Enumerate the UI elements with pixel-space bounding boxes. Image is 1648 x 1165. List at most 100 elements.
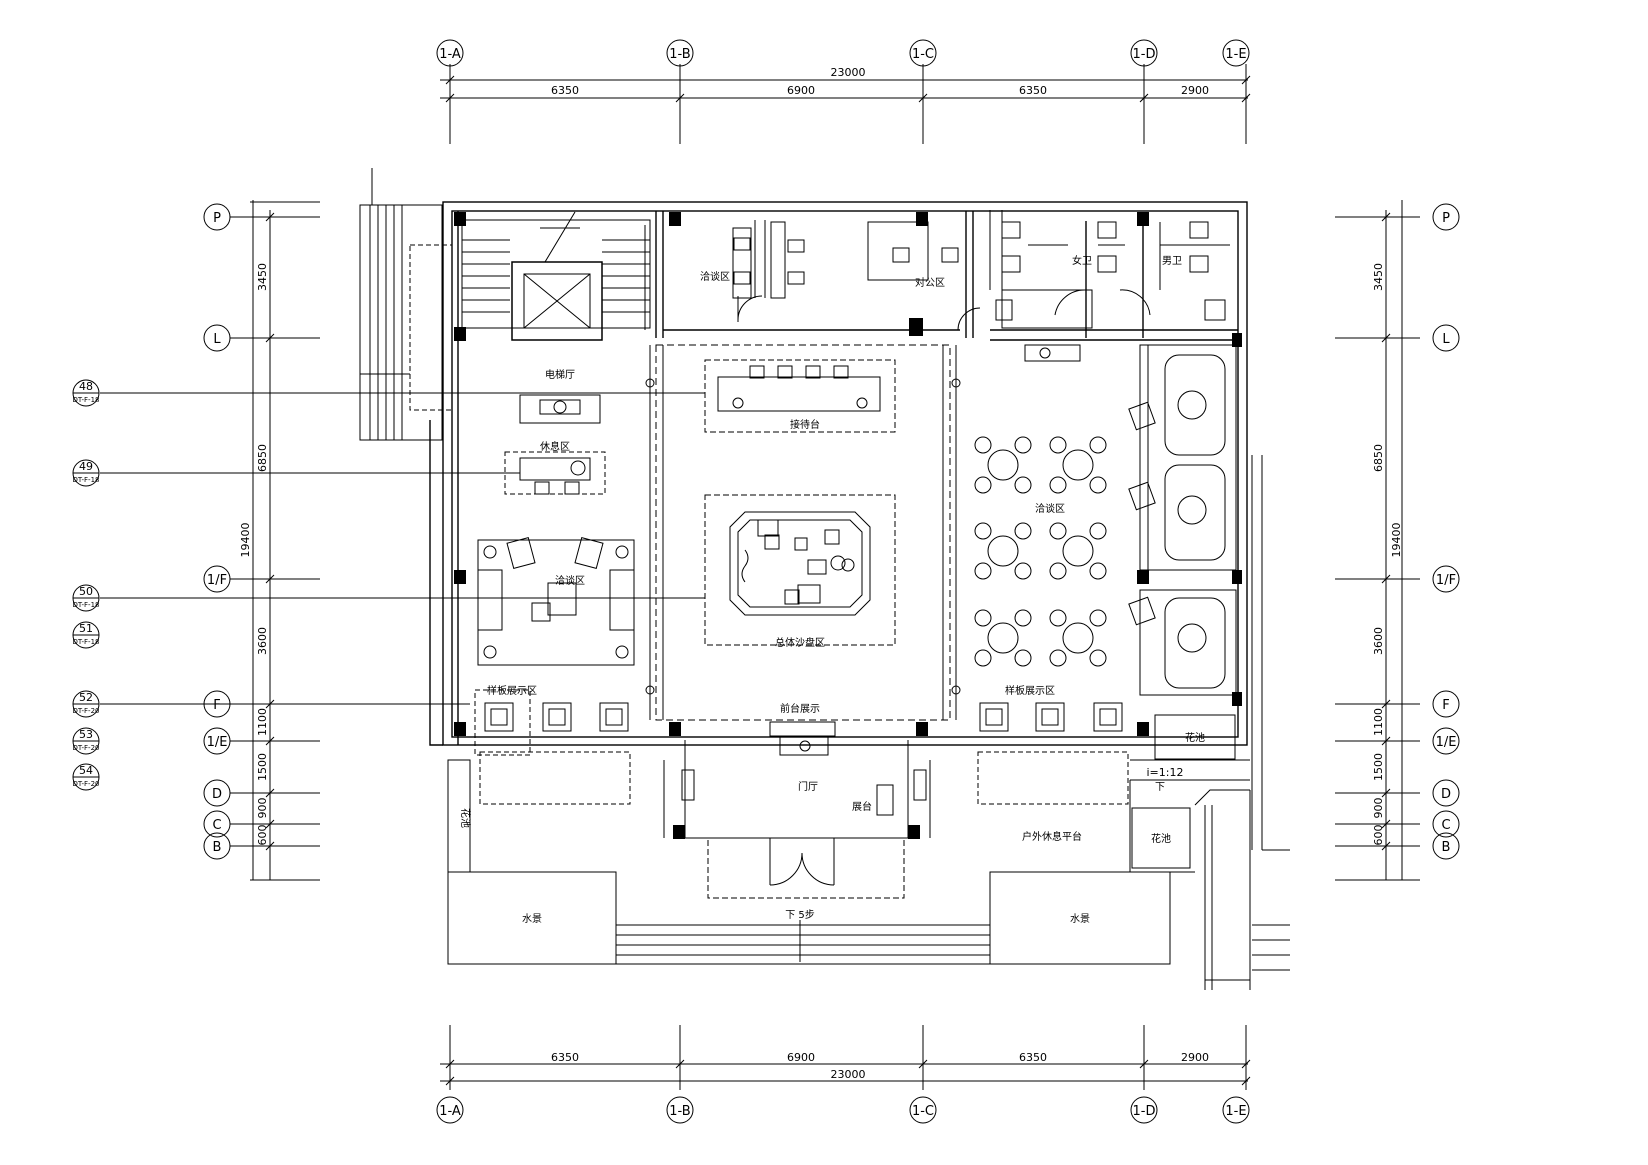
ref-52-num: 52 bbox=[79, 691, 93, 704]
axis-right-P: P bbox=[1442, 211, 1450, 226]
bottom-seg-4: 2900 bbox=[1181, 1051, 1209, 1064]
section-reference-labels: 48 DT-F-18 49 DT-F-18 50 DT-F-18 51 DT-F… bbox=[72, 380, 99, 788]
axis-right-1E: 1/E bbox=[1436, 735, 1457, 750]
label-sand-table: 总体沙盘区 bbox=[775, 636, 825, 649]
restroom-fixtures bbox=[995, 221, 1230, 362]
left-seg-4: 1100 bbox=[256, 708, 269, 736]
right-seg-1: 3450 bbox=[1372, 263, 1385, 291]
axis-left-P: P bbox=[213, 211, 221, 226]
axis-right-D: D bbox=[1441, 787, 1451, 802]
label-office: 对公区 bbox=[915, 276, 945, 289]
label-water-right: 水景 bbox=[1070, 913, 1090, 925]
ref-50-num: 50 bbox=[79, 585, 93, 598]
dimension-texts: 23000 6350 6900 6350 2900 6350 6900 6350… bbox=[239, 66, 1403, 1081]
display-cabinets bbox=[474, 689, 1123, 756]
booth-seating bbox=[1128, 344, 1263, 850]
left-total: 19400 bbox=[239, 523, 252, 558]
bottom-seg-1: 6350 bbox=[551, 1051, 579, 1064]
right-seg-5: 1500 bbox=[1372, 753, 1385, 781]
right-seg-7: 600 bbox=[1372, 825, 1385, 846]
ref-48-num: 48 bbox=[79, 380, 93, 393]
right-total: 19400 bbox=[1390, 523, 1403, 558]
left-dimension-lines bbox=[230, 200, 320, 881]
reception-desk bbox=[704, 359, 896, 433]
sand-table bbox=[704, 494, 896, 646]
axis-bottom-1D: 1-D bbox=[1133, 1104, 1156, 1119]
axis-bottom-1A: 1-A bbox=[439, 1104, 461, 1119]
label-ramp-slope: i=1:12 bbox=[1147, 766, 1184, 779]
label-reception: 接待台 bbox=[790, 418, 820, 431]
label-elevator-hall: 电梯厅 bbox=[545, 368, 575, 381]
label-planter-right2: 花池 bbox=[1151, 832, 1171, 845]
label-steps: 下 5步 bbox=[785, 909, 815, 921]
label-water-left: 水景 bbox=[522, 913, 542, 925]
foyer bbox=[663, 721, 931, 899]
ref-54-num: 54 bbox=[79, 764, 93, 777]
axis-left-L: L bbox=[213, 332, 221, 347]
label-foyer: 门厅 bbox=[798, 780, 818, 793]
axis-bottom-1E: 1-E bbox=[1225, 1104, 1246, 1119]
right-seg-2: 6850 bbox=[1372, 444, 1385, 472]
ref-53-num: 53 bbox=[79, 728, 93, 741]
axis-bottom-1B: 1-B bbox=[669, 1104, 690, 1119]
label-planter-left: 花池 bbox=[459, 808, 472, 828]
axis-right-F: F bbox=[1442, 698, 1449, 713]
ref-50-sheet: DT-F-18 bbox=[72, 601, 99, 609]
label-terrace: 户外休息平台 bbox=[1022, 830, 1082, 843]
office-furniture bbox=[732, 210, 1003, 331]
room-labels: 电梯厅 洽谈区 休息区 洽谈区 对公区 女卫 男卫 接待台 总体沙盘区 洽谈区 … bbox=[459, 254, 1205, 925]
water-steps bbox=[447, 849, 1290, 971]
left-seg-5: 1500 bbox=[256, 753, 269, 781]
axis-top-1B: 1-B bbox=[669, 47, 690, 62]
left-seg-7: 600 bbox=[256, 825, 269, 846]
right-seg-3: 3600 bbox=[1372, 627, 1385, 655]
bottom-dimension-lines bbox=[440, 1025, 1251, 1090]
label-office-left: 洽谈区 bbox=[700, 270, 730, 283]
left-seg-6: 900 bbox=[256, 798, 269, 819]
bottom-seg-3: 6350 bbox=[1019, 1051, 1047, 1064]
left-seg-1: 3450 bbox=[256, 263, 269, 291]
label-waiting: 休息区 bbox=[540, 440, 570, 453]
axis-top-1C: 1-C bbox=[912, 47, 934, 62]
top-seg-2: 6900 bbox=[787, 84, 815, 97]
right-dimension-lines bbox=[1335, 200, 1420, 881]
section-leaders bbox=[100, 392, 705, 705]
ref-54-sheet: DT-F-20 bbox=[72, 780, 99, 788]
top-seg-4: 2900 bbox=[1181, 84, 1209, 97]
axis-left-C: C bbox=[212, 818, 221, 833]
axis-top-1A: 1-A bbox=[439, 47, 461, 62]
bottom-total: 23000 bbox=[831, 1068, 866, 1081]
axis-right-B: B bbox=[1442, 840, 1451, 855]
label-foyer-desk: 展台 bbox=[852, 800, 872, 813]
right-seg-4: 1100 bbox=[1372, 708, 1385, 736]
axis-left-B: B bbox=[213, 840, 222, 855]
axis-left-D: D bbox=[212, 787, 222, 802]
axis-top-1E: 1-E bbox=[1225, 47, 1246, 62]
label-discuss-right: 洽谈区 bbox=[1035, 502, 1065, 515]
axis-right-C: C bbox=[1441, 818, 1450, 833]
label-discuss-left: 洽谈区 bbox=[555, 574, 585, 587]
right-lounge-tables bbox=[974, 436, 1107, 667]
ref-51-sheet: DT-F-18 bbox=[72, 638, 99, 646]
axis-bubbles bbox=[72, 39, 1460, 1124]
left-seg-3: 3600 bbox=[256, 627, 269, 655]
ref-53-sheet: DT-F-20 bbox=[72, 744, 99, 752]
label-entrance-cabinet: 前台展示 bbox=[780, 702, 820, 715]
axis-bottom-1C: 1-C bbox=[912, 1104, 934, 1119]
ref-52-sheet: DT-F-20 bbox=[72, 707, 99, 715]
exterior-stair-left bbox=[359, 168, 453, 441]
label-ramp-down: 下 bbox=[1155, 782, 1165, 793]
bottom-seg-2: 6900 bbox=[787, 1051, 815, 1064]
right-seg-6: 900 bbox=[1372, 798, 1385, 819]
label-planter-right: 花池 bbox=[1185, 731, 1205, 744]
axis-left-1F: 1/F bbox=[207, 573, 227, 588]
columns bbox=[454, 212, 1242, 839]
ref-48-sheet: DT-F-18 bbox=[72, 396, 99, 404]
left-seg-2: 6850 bbox=[256, 444, 269, 472]
top-total: 23000 bbox=[831, 66, 866, 79]
axis-left-F: F bbox=[213, 698, 220, 713]
label-male-wc: 男卫 bbox=[1162, 255, 1182, 267]
ref-49-num: 49 bbox=[79, 460, 93, 473]
top-seg-1: 6350 bbox=[551, 84, 579, 97]
